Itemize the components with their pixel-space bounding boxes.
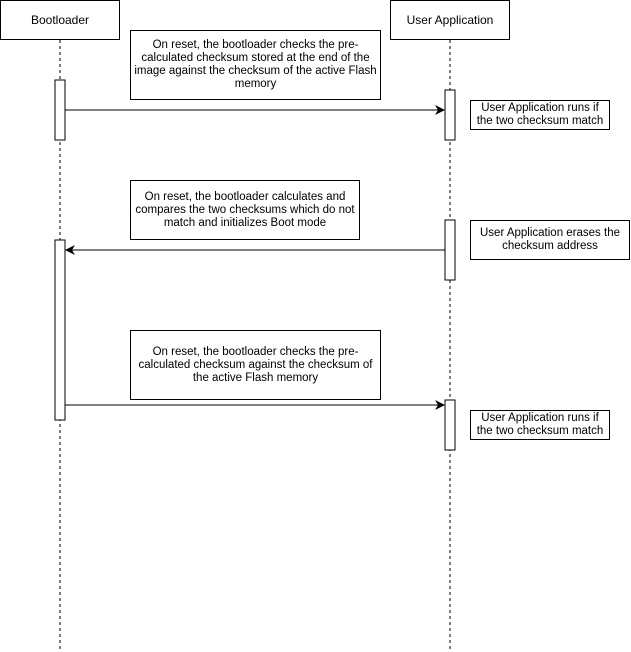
user-app-activation-1 [444, 89, 456, 141]
note-app-runs-2: User Application runs if the two checksu… [470, 410, 610, 440]
user-app-activation-2 [444, 219, 456, 281]
note-checksum-check-1-text: On reset, the bootloader checks the pre-… [134, 39, 377, 90]
participant-user-application: User Application [390, 0, 510, 40]
note-app-runs-1-text: User Application runs if the two checksu… [476, 102, 604, 127]
bootloader-activation-1 [54, 79, 66, 141]
note-app-runs-2-text: User Application runs if the two checksu… [476, 412, 604, 437]
note-erase-checksum: User Application erases the checksum add… [470, 220, 630, 260]
note-app-runs-1: User Application runs if the two checksu… [470, 100, 610, 130]
note-boot-mode-text: On reset, the bootloader calculates and … [135, 190, 355, 229]
note-erase-checksum-text: User Application erases the checksum add… [480, 227, 620, 252]
note-checksum-check-2: On reset, the bootloader checks the pre-… [130, 330, 381, 400]
note-checksum-check-1: On reset, the bootloader checks the pre-… [130, 30, 381, 100]
participant-bootloader-label: Bootloader [30, 12, 90, 27]
note-checksum-check-2-text: On reset, the bootloader checks the pre-… [138, 345, 373, 384]
participant-user-application-label: User Application [406, 12, 494, 27]
user-app-activation-3 [444, 399, 456, 451]
note-boot-mode: On reset, the bootloader calculates and … [130, 180, 360, 240]
bootloader-activation-2 [54, 239, 66, 421]
participant-bootloader: Bootloader [0, 0, 120, 40]
